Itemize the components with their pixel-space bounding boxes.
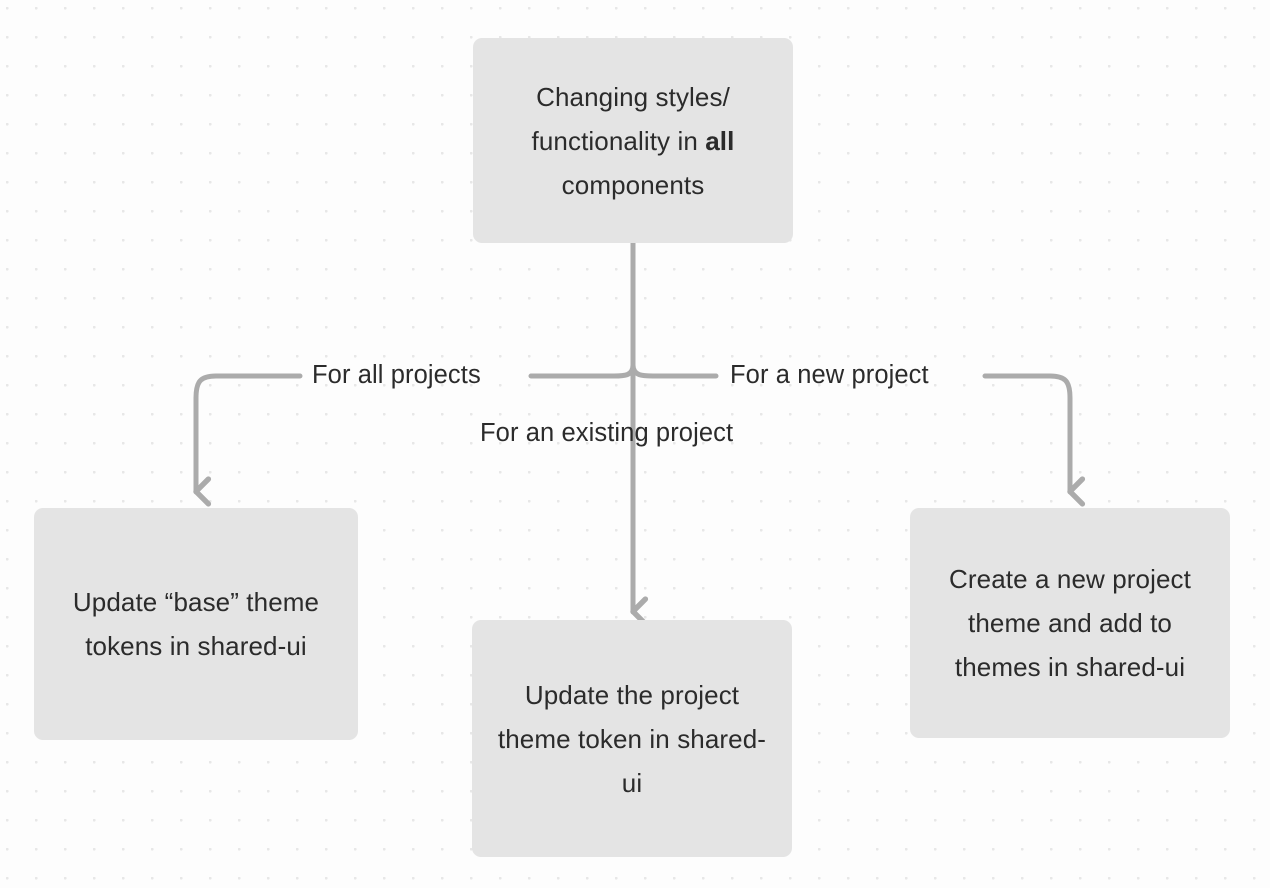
edge-label-for-all-projects: For all projects bbox=[312, 361, 481, 389]
update-project-theme-token-label: Update the project theme token in shared… bbox=[497, 679, 767, 798]
root-node-emphasis: all bbox=[705, 125, 735, 156]
update-base-theme-tokens-node[interactable]: Update “base” theme tokens in shared-ui bbox=[34, 508, 358, 740]
edge-for-all-projects-right-segment bbox=[193, 373, 303, 507]
edge-label-for-a-new-project: For a new project bbox=[730, 361, 929, 389]
update-project-theme-token-node[interactable]: Update the project theme token in shared… bbox=[472, 620, 792, 857]
create-new-project-theme-label: Create a new project theme and add to th… bbox=[949, 564, 1191, 682]
update-base-theme-tokens-label: Update “base” theme tokens in shared-ui bbox=[72, 587, 320, 661]
edge-for-all-projects-left-segment bbox=[528, 362, 636, 379]
create-new-project-theme-node[interactable]: Create a new project theme and add to th… bbox=[910, 508, 1230, 738]
edge-for-a-new-project-right-segment bbox=[982, 373, 1086, 507]
edge-label-for-an-existing-project: For an existing project bbox=[480, 419, 734, 447]
edge-for-a-new-project-left-segment bbox=[630, 362, 719, 379]
